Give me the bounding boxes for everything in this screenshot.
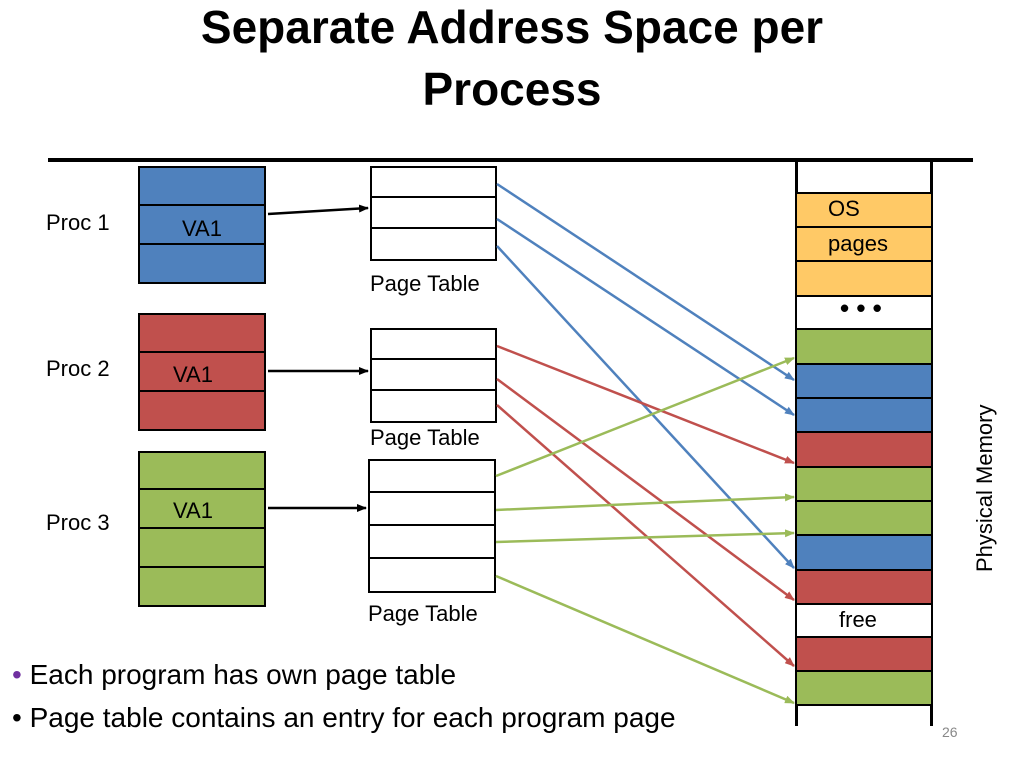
- proc-2-page: [138, 313, 266, 354]
- bullet-list: • Each program has own page table • Page…: [12, 655, 676, 741]
- proc-1-va1-label: VA1: [182, 216, 222, 241]
- bullet-dot: •: [12, 659, 22, 690]
- bullet-text: Page table contains an entry for each pr…: [29, 702, 676, 733]
- free-label: free: [839, 607, 877, 632]
- page-table-1-entry: [370, 196, 497, 230]
- os-label: OS: [828, 196, 860, 221]
- page-table-2-entry: [370, 389, 497, 423]
- page-table-3-entry: [368, 557, 496, 593]
- memory-frame-green: [795, 670, 933, 706]
- bullet-item: • Page table contains an entry for each …: [12, 698, 676, 741]
- proc-1-mapping-arrow: [496, 217, 795, 417]
- memory-frame-os: [795, 192, 933, 228]
- proc-1-mapping-arrow: [496, 245, 795, 569]
- title-line-2: Process: [422, 63, 602, 115]
- proc-1-va-arrow: [267, 204, 369, 216]
- proc-3-mapping-arrow: [495, 529, 795, 544]
- bullet-dot: •: [12, 702, 22, 733]
- pages-label: pages: [828, 231, 888, 256]
- ellipsis-label: • • •: [840, 293, 882, 323]
- proc-3-mapping-arrow: [495, 356, 795, 478]
- proc-2-mapping-arrow: [496, 344, 795, 465]
- page-number: 26: [942, 724, 958, 740]
- memory-frame-red: [795, 431, 933, 468]
- proc-3-mapping-arrow: [495, 574, 795, 705]
- proc-3-va1-label: VA1: [173, 498, 213, 523]
- proc-3-mapping-arrow: [495, 493, 795, 512]
- proc-2-page: [138, 390, 266, 431]
- memory-frame-red: [795, 636, 933, 672]
- bullet-text: Each program has own page table: [29, 659, 457, 690]
- memory-frame-green: [795, 500, 933, 536]
- proc-1-page: [138, 243, 266, 284]
- page-table-1-entry: [370, 227, 497, 261]
- proc-2-label: Proc 2: [46, 356, 110, 381]
- proc-3-page: [138, 566, 266, 607]
- bullet-item: • Each program has own page table: [12, 655, 676, 698]
- proc-2-va1-label: VA1: [173, 362, 213, 387]
- proc-1-page: [138, 166, 266, 207]
- proc-1-label: Proc 1: [46, 210, 110, 235]
- page-table-3-caption: Page Table: [368, 601, 478, 626]
- title-line-1: Separate Address Space per: [200, 1, 824, 53]
- proc-2-mapping-arrow: [496, 404, 795, 667]
- proc-1-mapping-arrow: [496, 182, 795, 382]
- memory-frame-os: [795, 226, 933, 262]
- memory-frame-red: [795, 569, 933, 605]
- page-table-3-entry: [368, 491, 496, 527]
- proc-2-mapping-arrow: [496, 377, 795, 602]
- page-table-2-caption: Page Table: [370, 425, 480, 450]
- page-table-1-caption: Page Table: [370, 271, 480, 296]
- proc-3-label: Proc 3: [46, 510, 110, 535]
- memory-frame-os: [795, 260, 933, 297]
- title-divider: [48, 158, 973, 162]
